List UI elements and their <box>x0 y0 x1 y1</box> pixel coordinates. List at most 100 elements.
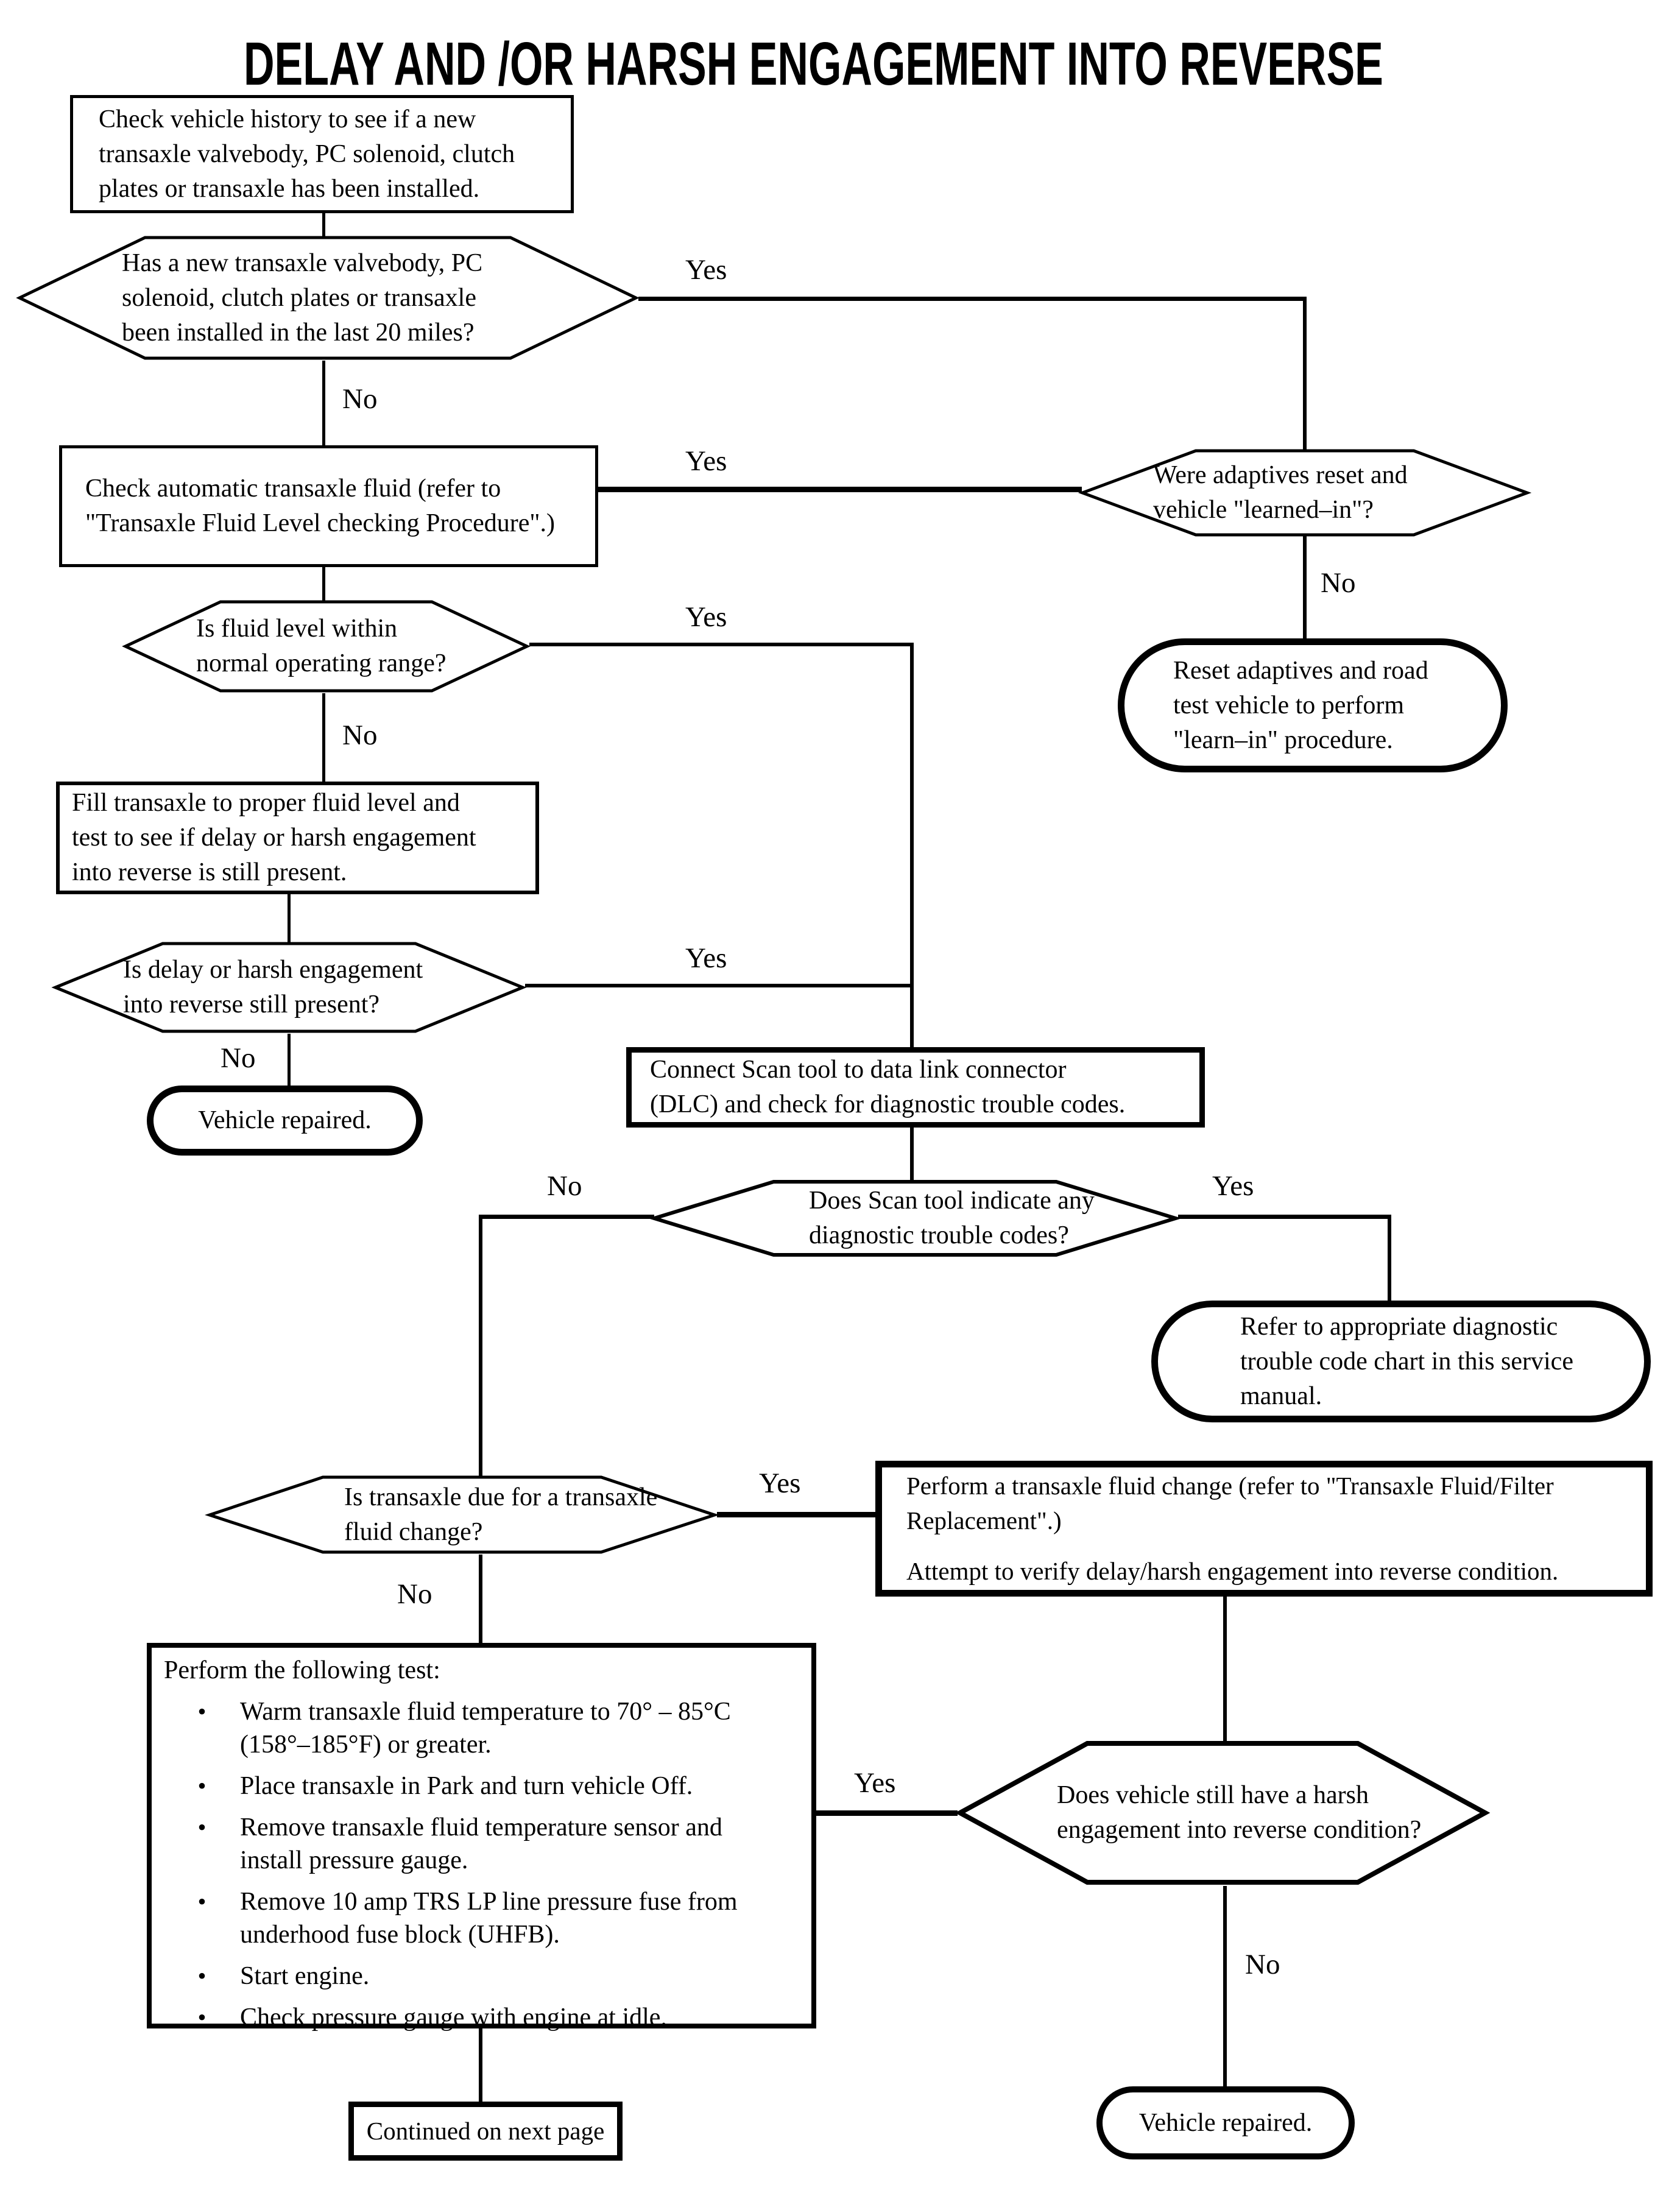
connector-hex7-no-down <box>1223 1886 1227 2088</box>
label-no-5: No <box>547 1170 582 1202</box>
terminal-reset-adaptives-text: Reset adaptives and road test vehicle to… <box>1173 656 1428 754</box>
connector-hex3-no-down <box>322 693 325 783</box>
connector-box6-continued <box>479 2028 482 2103</box>
process-perform-test-body: Perform the following test: • Warm trans… <box>152 1648 811 2034</box>
connector-hex3-yes-right <box>529 643 914 646</box>
connector-hex1-yes-down <box>1303 297 1307 450</box>
terminal-vehicle-repaired-1-text: Vehicle repaired. <box>198 1106 372 1134</box>
terminal-vehicle-repaired-2: Vehicle repaired. <box>1096 2086 1355 2159</box>
decision-fluid-level-text: Is fluid level within normal operating r… <box>196 615 446 677</box>
process-perform-fluid-change: Perform a transaxle fluid change (refer … <box>875 1461 1653 1597</box>
hexagon-shape <box>51 942 527 1033</box>
hexagon-shape <box>1078 449 1532 537</box>
process-fill-transaxle: Fill transaxle to proper fluid level and… <box>56 782 539 894</box>
test-step-row: • Remove transaxle fluid temperature sen… <box>164 1811 806 1877</box>
bullet-icon: • <box>197 1772 206 1799</box>
label-no-1: No <box>342 383 378 415</box>
connector-box5-hex7 <box>1223 1597 1227 1741</box>
test-step-text: Warm transaxle fluid temperature to 70° … <box>240 1698 731 1759</box>
test-step-row: • Start engine. <box>164 1960 806 1993</box>
test-step-text: Check pressure gauge with engine at idle… <box>240 2003 667 2032</box>
connector-box2-yes-right <box>591 487 1082 492</box>
process-check-vehicle-history-text: Check vehicle history to see if a new tr… <box>99 105 515 203</box>
bullet-icon: • <box>197 1962 206 1989</box>
connector-hex5-no-down <box>479 1215 482 1476</box>
connector-hex6-yes-right <box>717 1512 877 1517</box>
decision-delay-still-present-text: Is delay or harsh engagement into revers… <box>123 956 423 1019</box>
decision-harsh-condition: Does vehicle still have a harsh engageme… <box>955 1740 1491 1886</box>
process-perform-test: Perform the following test: • Warm trans… <box>147 1643 816 2032</box>
label-yes-1: Yes <box>685 254 727 286</box>
test-step-row: • Remove 10 amp TRS LP line pressure fus… <box>164 1885 806 1951</box>
label-yes-5: Yes <box>1212 1170 1254 1202</box>
test-step-row: • Warm transaxle fluid temperature to 70… <box>164 1695 806 1761</box>
process-check-vehicle-history: Check vehicle history to see if a new tr… <box>70 95 574 213</box>
connector-box4-hex5 <box>910 1128 914 1181</box>
decision-fluid-change-due-text: Is transaxle due for a transaxle fluid c… <box>344 1483 658 1546</box>
connector-box2-hex3 <box>322 567 325 601</box>
bullet-icon: • <box>197 1888 206 1915</box>
process-fill-transaxle-text: Fill transaxle to proper fluid level and… <box>72 789 476 886</box>
decision-delay-still-present: Is delay or harsh engagement into revers… <box>51 941 527 1034</box>
label-no-7: No <box>1245 1949 1280 1980</box>
process-check-transaxle-fluid-text: Check automatic transaxle fluid (refer t… <box>85 475 556 537</box>
connector-hex5-yes-down <box>1388 1215 1391 1301</box>
test-step-row: • Check pressure gauge with engine at id… <box>164 2001 806 2034</box>
continued-next-page-text: Continued on next page <box>366 2117 605 2145</box>
decision-fluid-level: Is fluid level within normal operating r… <box>122 599 531 693</box>
hexagon-shape <box>205 1475 719 1554</box>
test-step-row: • Place transaxle in Park and turn vehic… <box>164 1770 806 1802</box>
connector-hex5-yes-right <box>1178 1215 1391 1219</box>
label-yes-3: Yes <box>685 601 727 633</box>
test-step-text: Start engine. <box>240 1962 370 1990</box>
bullet-icon: • <box>197 1698 206 1725</box>
terminal-reset-adaptives: Reset adaptives and road test vehicle to… <box>1118 638 1508 772</box>
process-connect-scan-tool: Connect Scan tool to data link connector… <box>626 1047 1205 1128</box>
label-yes-4: Yes <box>685 942 727 974</box>
process-perform-fluid-change-body: Perform a transaxle fluid change (refer … <box>906 1469 1558 1589</box>
label-no-3: No <box>342 719 378 751</box>
bullet-icon: • <box>197 1813 206 1841</box>
process-perform-fluid-change-text2: Attempt to verify delay/harsh engagement… <box>906 1557 1559 1585</box>
process-perform-test-intro: Perform the following test: <box>164 1656 440 1684</box>
process-connect-scan-tool-text: Connect Scan tool to data link connector… <box>650 1056 1126 1118</box>
connector-hex6-no-down <box>479 1555 482 1644</box>
label-yes-2: Yes <box>685 445 727 477</box>
decision-new-parts-installed-text: Has a new transaxle valvebody, PC soleno… <box>122 249 483 347</box>
hexagon-shape <box>648 1180 1182 1257</box>
label-yes-7: Yes <box>854 1767 896 1799</box>
connector-box3-hex4 <box>288 894 291 942</box>
connector-continued-next-page: Continued on next page <box>348 2102 623 2161</box>
test-step-text: Place transaxle in Park and turn vehicle… <box>240 1772 693 1800</box>
decision-scan-trouble-codes-text: Does Scan tool indicate any diagnostic t… <box>809 1187 1095 1249</box>
connector-hex1-no-down <box>322 361 325 447</box>
connector-hex2-no-down <box>1303 536 1307 641</box>
label-no-4: No <box>221 1042 256 1074</box>
decision-harsh-condition-text: Does vehicle still have a harsh engageme… <box>1057 1781 1422 1844</box>
hexagon-shape <box>16 236 640 360</box>
bullet-icon: • <box>197 2003 206 2031</box>
connector-hex5-no-left <box>479 1215 654 1219</box>
connector-box1-hex1 <box>322 213 325 236</box>
process-check-transaxle-fluid: Check automatic transaxle fluid (refer t… <box>59 445 598 567</box>
connector-hex1-yes-right <box>638 297 1306 301</box>
test-step-text: Remove transaxle fluid temperature senso… <box>240 1813 722 1874</box>
label-no-2: No <box>1321 567 1356 599</box>
connector-hex4-yes-right <box>525 984 914 987</box>
decision-new-parts-installed: Has a new transaxle valvebody, PC soleno… <box>16 235 640 361</box>
hexagon-shape <box>955 1741 1491 1885</box>
label-no-6: No <box>397 1578 432 1610</box>
decision-scan-trouble-codes: Does Scan tool indicate any diagnostic t… <box>648 1179 1182 1257</box>
page-title: DELAY AND /OR HARSH ENGAGEMENT INTO REVE… <box>244 30 1383 98</box>
decision-adaptives-reset: Were adaptives reset and vehicle "learne… <box>1078 448 1532 537</box>
terminal-vehicle-repaired-2-text: Vehicle repaired. <box>1138 2108 1313 2137</box>
process-perform-fluid-change-text1: Perform a transaxle fluid change (refer … <box>906 1472 1554 1534</box>
label-yes-6: Yes <box>759 1467 801 1499</box>
terminal-refer-dtc-chart-text: Refer to appropriate diagnostic trouble … <box>1240 1312 1573 1410</box>
hexagon-shape <box>122 600 531 693</box>
terminal-vehicle-repaired-1: Vehicle repaired. <box>147 1086 423 1156</box>
connector-hex4-no-down <box>288 1034 291 1087</box>
decision-fluid-change-due: Is transaxle due for a transaxle fluid c… <box>205 1475 719 1555</box>
test-step-text: Remove 10 amp TRS LP line pressure fuse … <box>240 1888 738 1949</box>
